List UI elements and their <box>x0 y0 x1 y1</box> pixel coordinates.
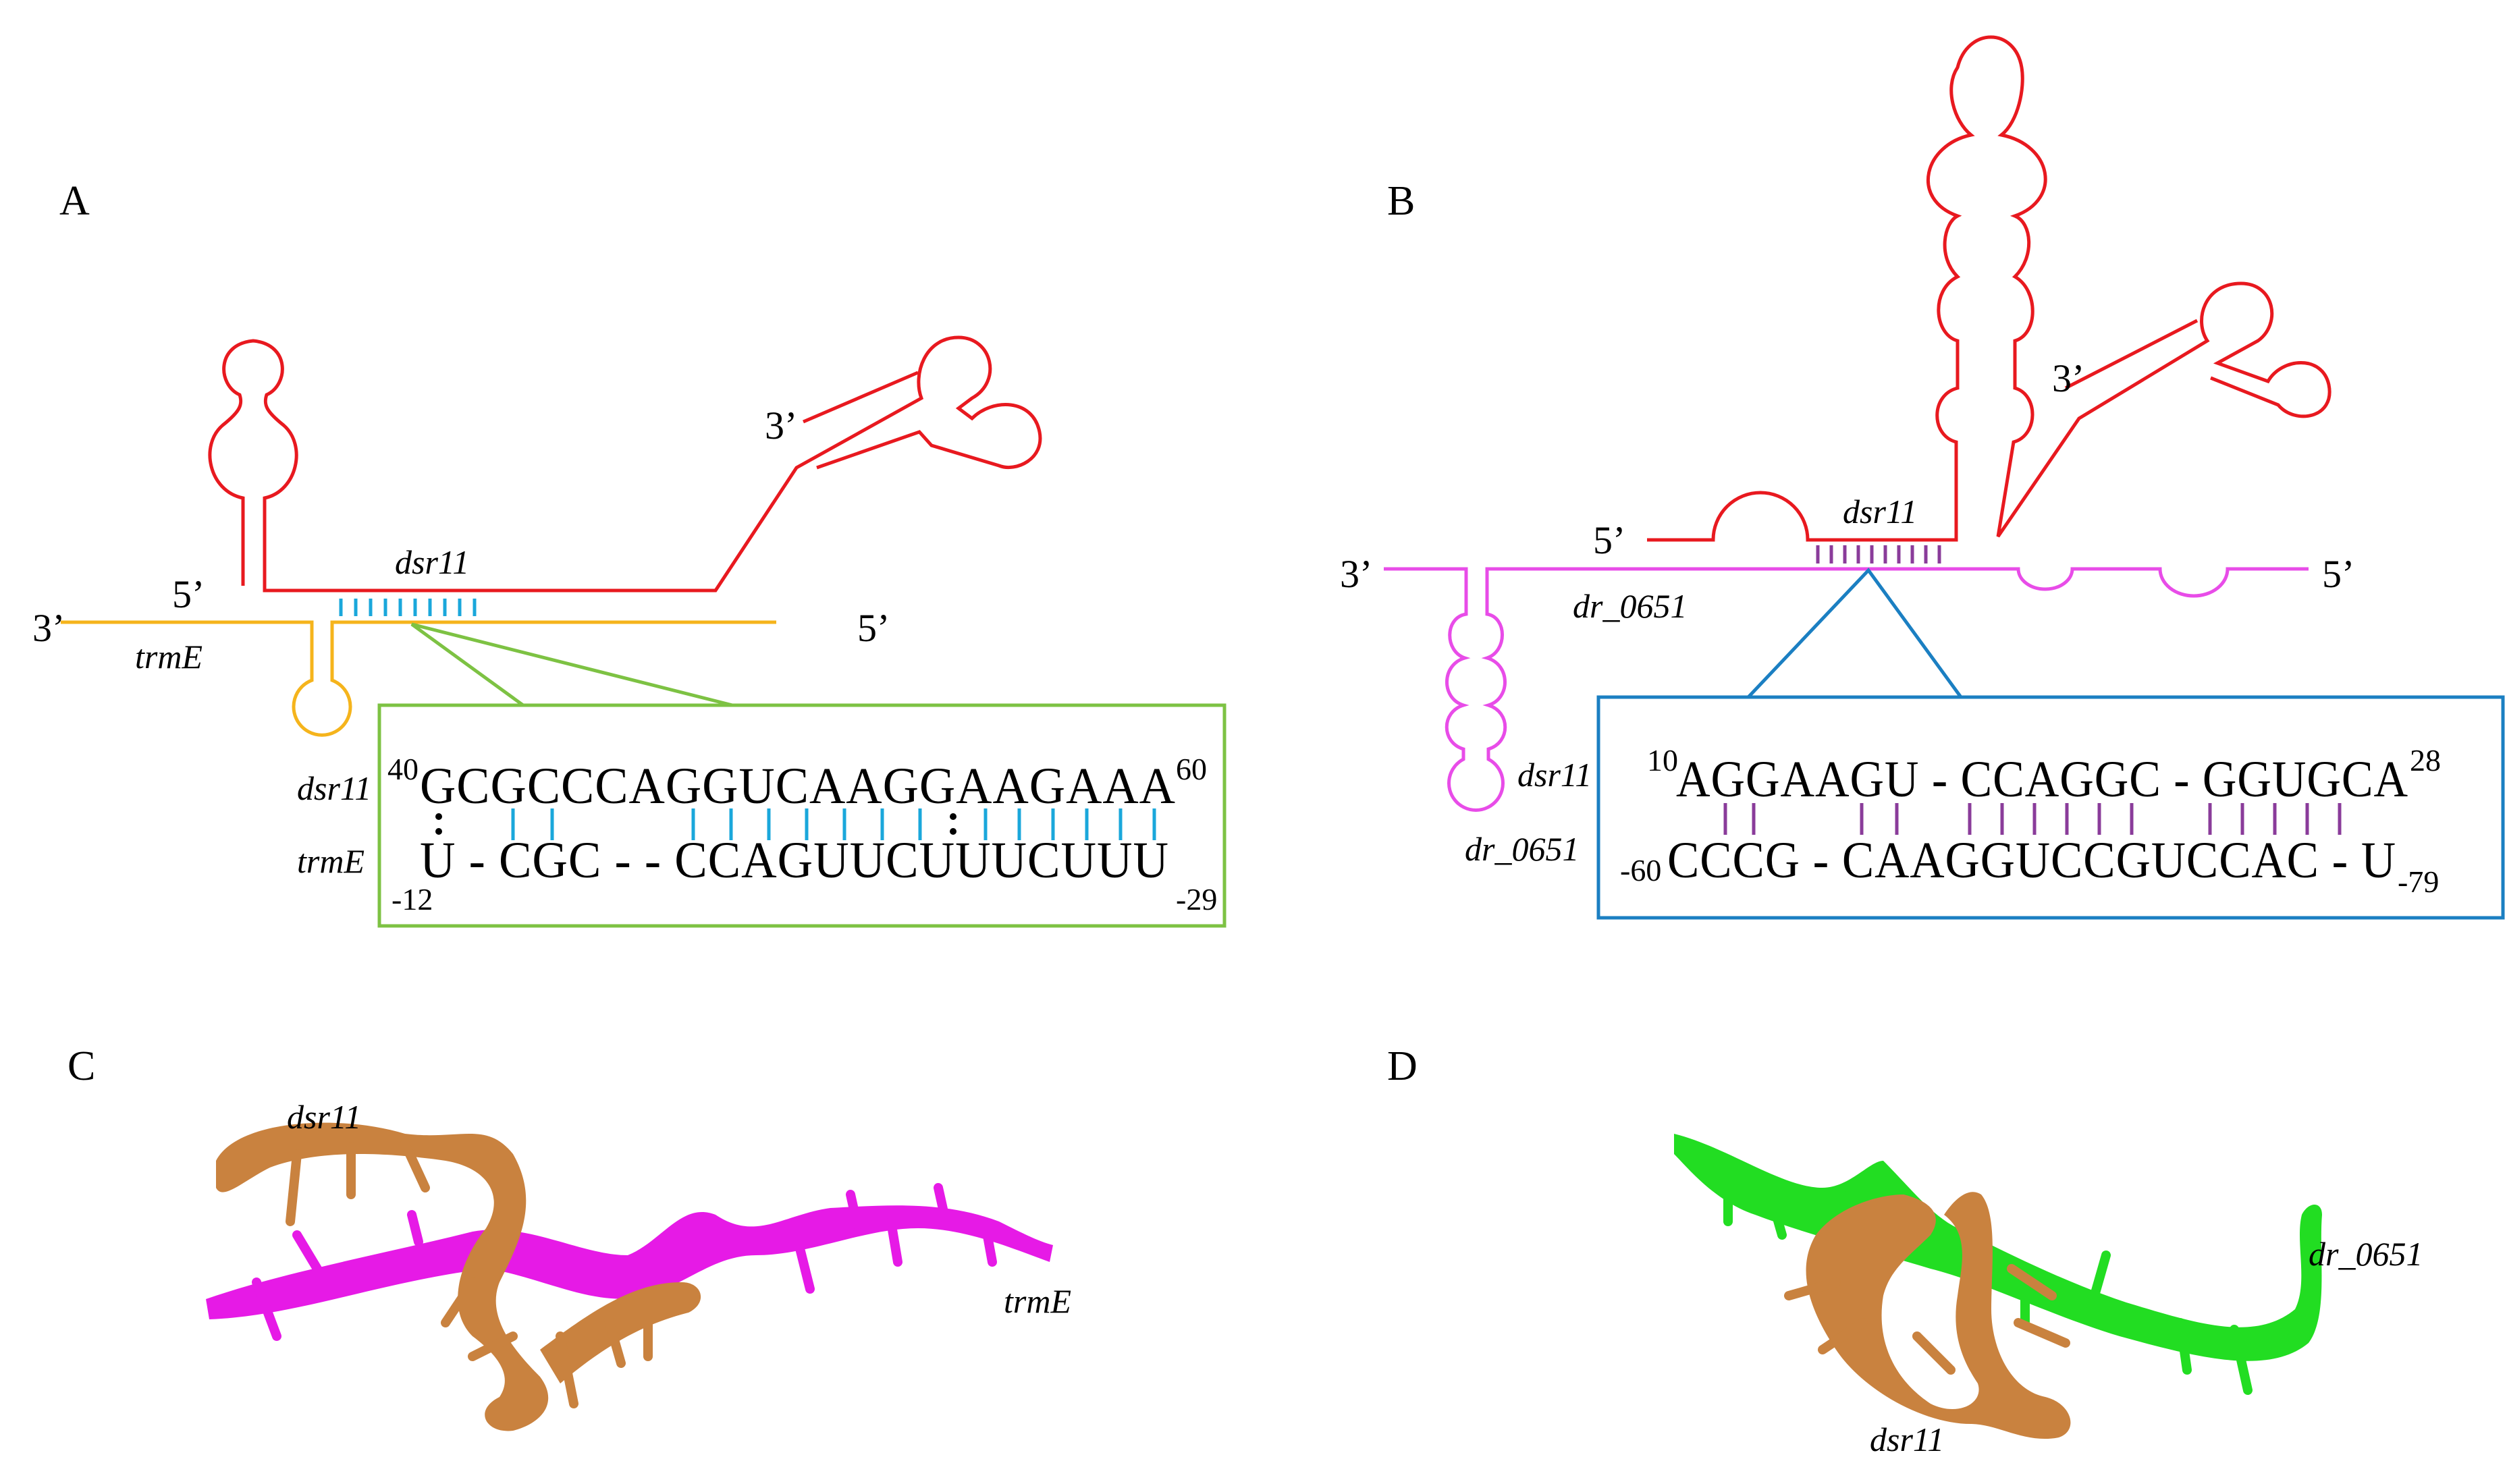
dsr11-ribbon-c <box>216 1122 701 1431</box>
target-3prime-b: 3’ <box>1340 552 1372 596</box>
zoom-connector-a <box>377 622 1226 928</box>
target-end-a: -29 <box>1176 882 1217 916</box>
target-5prime-b: 5’ <box>2322 552 2354 596</box>
target-name-b: dr_0651 <box>1573 587 1687 625</box>
dsr11-strand-b <box>1647 35 2331 542</box>
srna-end-a: 60 <box>1176 752 1207 786</box>
box-target-label-b: dr_0651 <box>1465 830 1579 868</box>
panel-b-label: B <box>1387 178 1415 224</box>
srna-start-a: 40 <box>387 752 419 786</box>
target-start-a: -12 <box>392 882 433 916</box>
srna-end-b: 28 <box>2410 743 2441 777</box>
panel-a: A dsr11 trmE 5’ 3’ 3’ 5’ <box>32 178 1226 928</box>
target-name-c: trmE <box>1004 1282 1071 1320</box>
panel-b: B dsr11 dr_0651 5’ 3’ 3’ 5’ <box>1340 35 2505 920</box>
srna-name-b: dsr11 <box>1843 493 1917 530</box>
srna-start-b: 10 <box>1647 743 1678 777</box>
target-name-d: dr_0651 <box>2309 1235 2423 1273</box>
srna-name-c: dsr11 <box>287 1098 361 1136</box>
box-srna-label-b: dsr11 <box>1517 756 1592 794</box>
target-3prime-a: 3’ <box>32 606 65 650</box>
box-pairs-b <box>1723 803 2342 835</box>
target-start-b: -60 <box>1620 853 1661 887</box>
trmE-ribbon <box>206 1183 1053 1341</box>
srna-name-d: dsr11 <box>1870 1421 1944 1458</box>
srna-seq-b: AGGAAGU - CCAGGC - GGUGCA <box>1676 751 2408 808</box>
zoom-connector-b <box>1596 568 2505 920</box>
dsr11-ribbon-d <box>1784 1192 2071 1439</box>
target-seq-a: U - CGC - - CCAGUUCUUUCUUU <box>420 832 1169 889</box>
pairing-ticks-a <box>339 599 477 616</box>
target-seq-b: CCCG - CAAGGUCCGUCCAC - U <box>1667 832 2396 889</box>
panel-d-label: D <box>1387 1043 1418 1089</box>
dsr11-strand-a <box>208 335 1042 593</box>
srna-5prime-a: 5’ <box>172 572 205 616</box>
srna-3prime-a: 3’ <box>765 404 797 447</box>
panel-d: D dsr11 dr_0651 <box>1387 1043 2423 1458</box>
srna-5prime-b: 5’ <box>1593 518 1625 562</box>
trmE-strand <box>61 620 776 737</box>
wobble-dots-a <box>435 813 956 835</box>
box-target-label-a: trmE <box>297 842 365 880</box>
target-name-a: trmE <box>135 638 203 676</box>
pairing-ticks-b <box>1816 545 1941 564</box>
panel-c-label: C <box>68 1043 95 1089</box>
target-5prime-a: 5’ <box>857 606 890 650</box>
srna-name-a: dsr11 <box>395 543 469 581</box>
srna-3prime-b: 3’ <box>2052 356 2084 400</box>
panel-c: C <box>68 1043 1071 1431</box>
dr0651-ribbon <box>1674 1134 2322 1395</box>
panel-a-label: A <box>59 178 90 224</box>
box-srna-label-a: dsr11 <box>297 769 371 807</box>
box-pairs-a <box>511 808 1156 840</box>
srna-seq-a: GCGCCCAGGUCAAGGAAGAAA <box>420 758 1176 815</box>
target-end-b: -79 <box>2398 864 2439 899</box>
dr0651-strand <box>1384 567 2309 812</box>
